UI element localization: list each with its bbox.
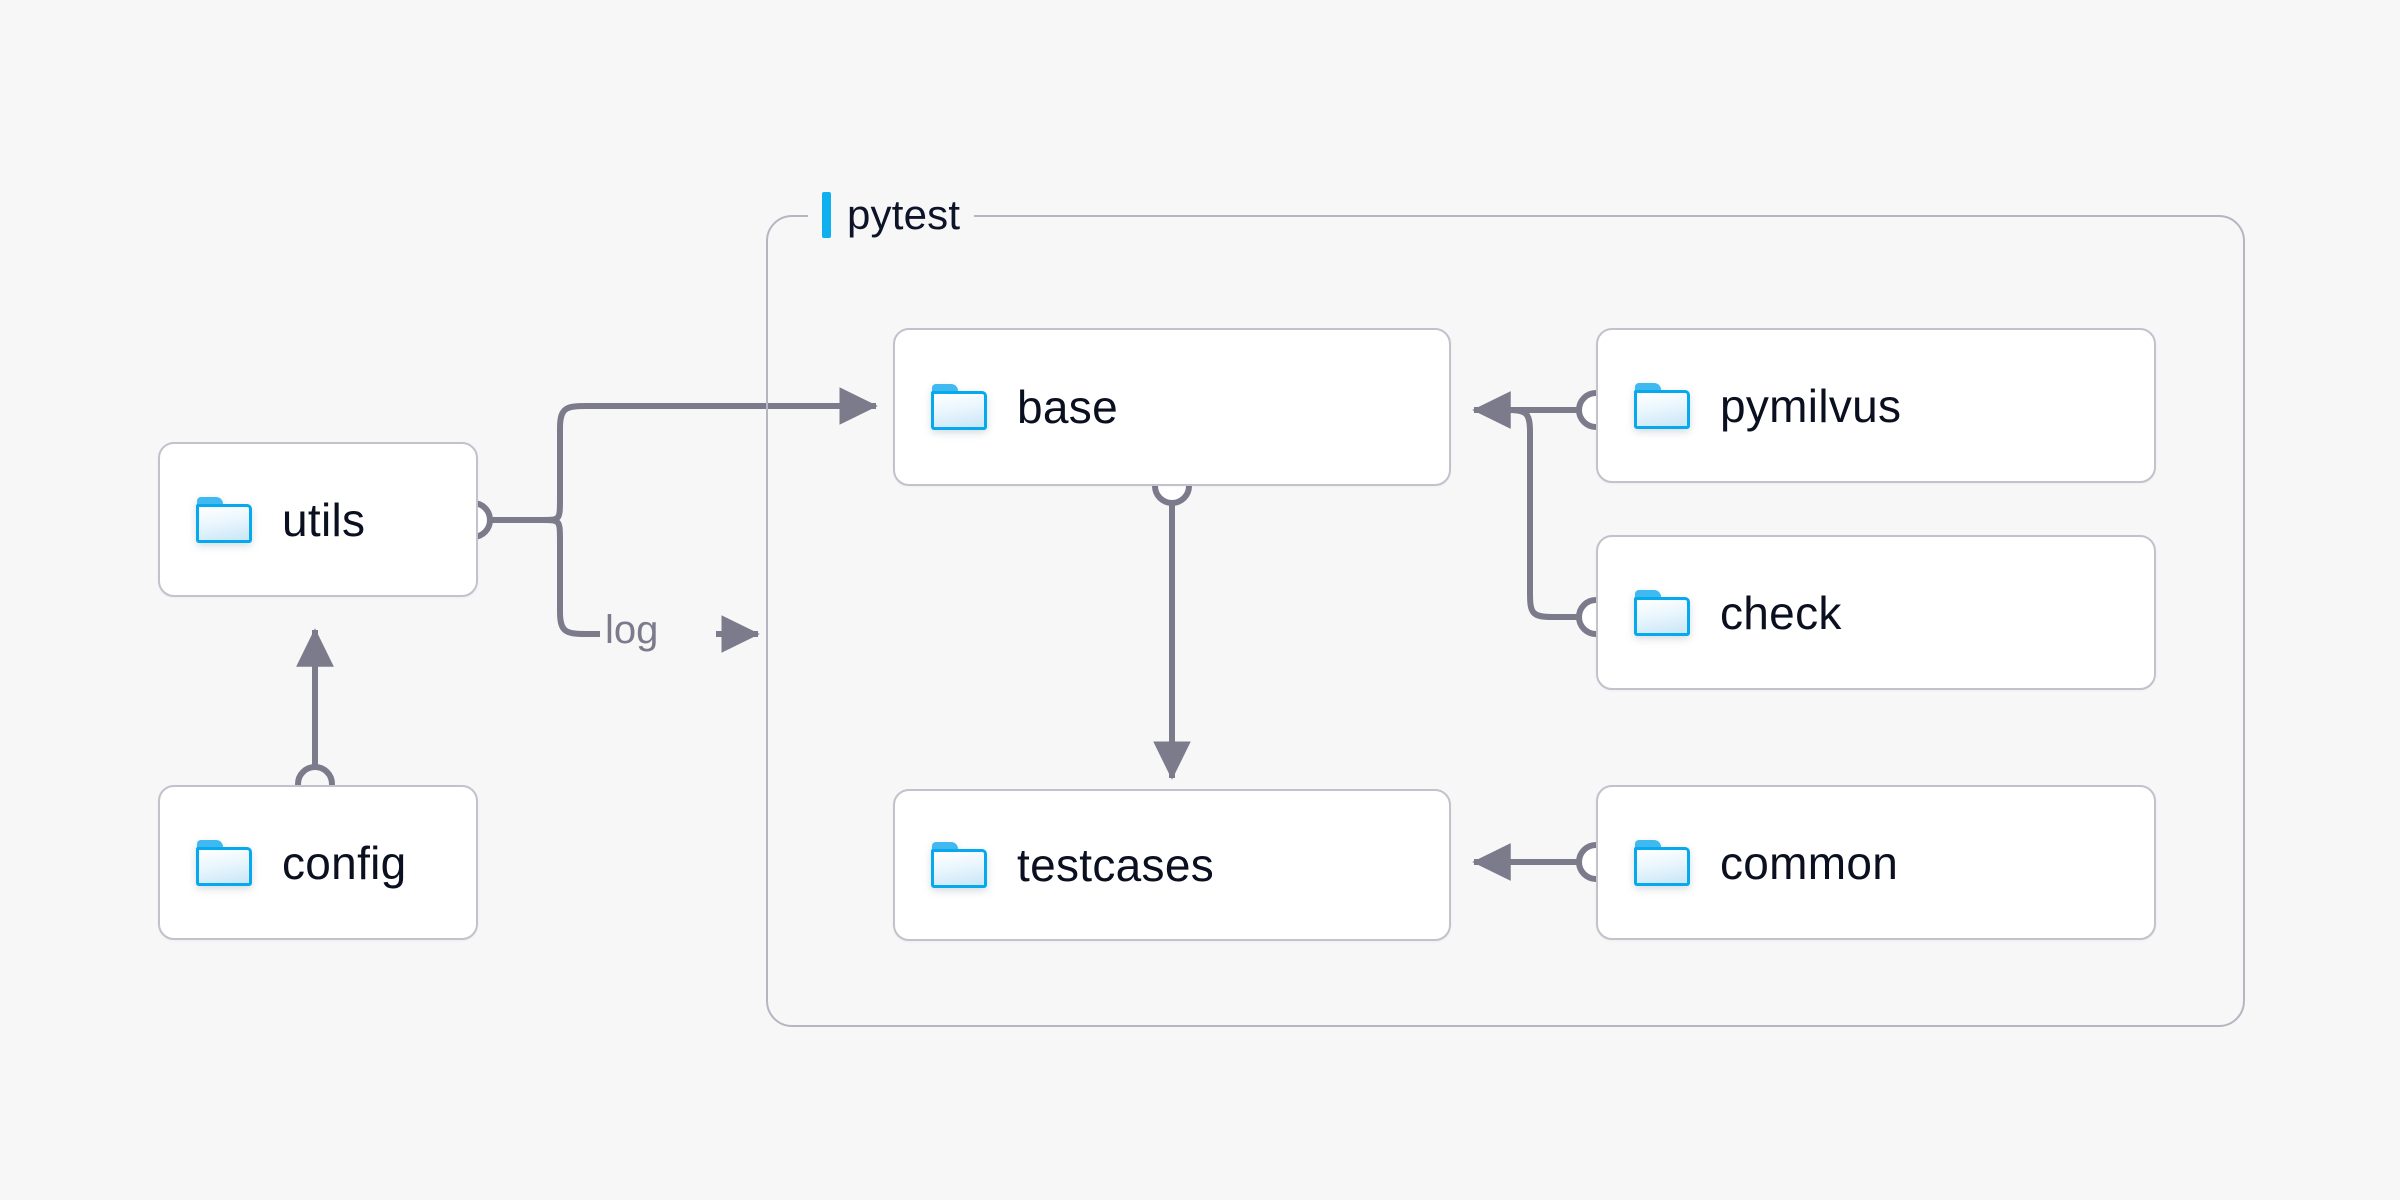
- node-label: utils: [282, 493, 366, 546]
- folder-icon: [931, 842, 987, 888]
- node-label: check: [1720, 586, 1842, 639]
- edge-utils-to-pytest-log: [542, 517, 600, 637]
- pytest-group-container: [766, 215, 2245, 1027]
- folder-icon: [196, 496, 252, 543]
- node-common[interactable]: common: [1596, 785, 2156, 940]
- node-utils[interactable]: utils: [158, 442, 478, 597]
- node-label: common: [1720, 836, 1899, 889]
- node-label: base: [1017, 381, 1118, 433]
- node-label: pymilvus: [1720, 379, 1902, 432]
- node-label: config: [282, 836, 407, 889]
- node-pymilvus[interactable]: pymilvus: [1596, 328, 2156, 483]
- edge-label-log: log: [605, 608, 659, 652]
- pytest-group-label: pytest: [808, 187, 975, 243]
- node-check[interactable]: check: [1596, 535, 2156, 690]
- group-accent-bar: [822, 192, 831, 238]
- node-label: testcases: [1017, 839, 1215, 891]
- node-base[interactable]: base: [893, 328, 1451, 486]
- folder-icon: [1634, 839, 1690, 886]
- node-testcases[interactable]: testcases: [893, 789, 1451, 941]
- node-config[interactable]: config: [158, 785, 478, 940]
- folder-icon: [1634, 382, 1690, 429]
- folder-icon: [196, 839, 252, 886]
- folder-icon: [931, 384, 987, 430]
- group-label-text: pytest: [847, 191, 961, 238]
- folder-icon: [1634, 589, 1690, 636]
